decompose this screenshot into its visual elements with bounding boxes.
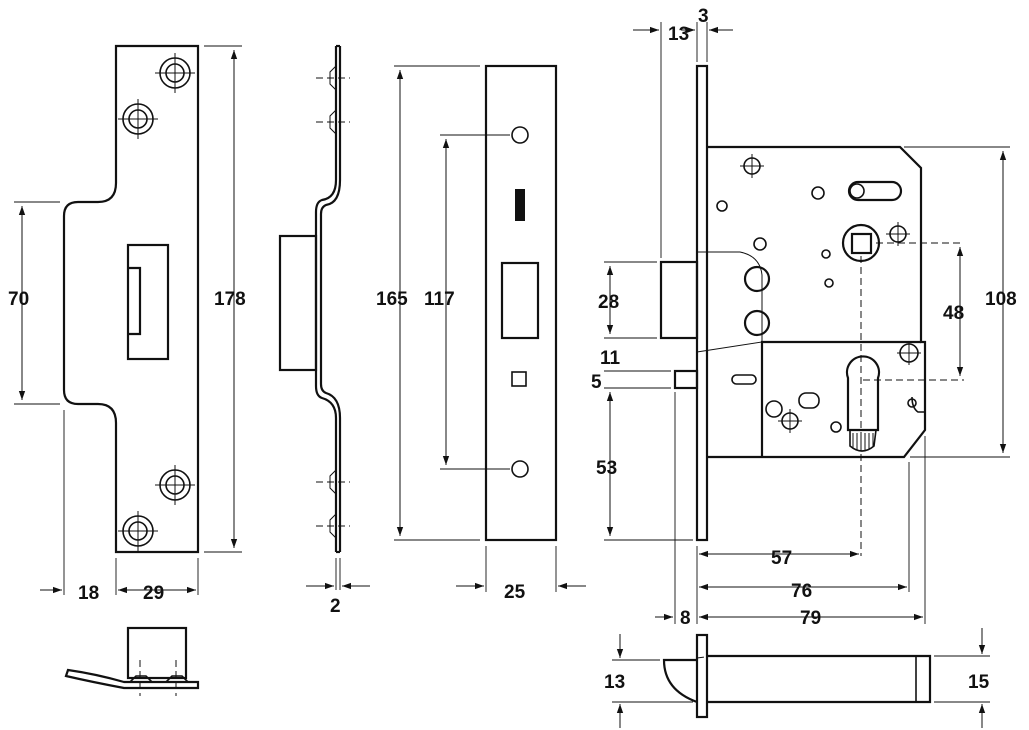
dim-label-79: 79	[800, 608, 821, 629]
dim-label-18: 18	[78, 583, 99, 604]
dim-label-2: 2	[330, 596, 341, 617]
dim-label-11: 11	[600, 348, 621, 369]
dim-label-28: 28	[598, 292, 619, 313]
dim-label-5: 5	[591, 372, 602, 393]
dim-label-8: 8	[680, 608, 691, 629]
dim-label-13-top: 13	[668, 24, 689, 45]
strike-dimensions	[14, 45, 242, 595]
dim-label-76: 76	[791, 581, 812, 602]
dim-label-178: 178	[214, 289, 246, 310]
dim-label-15: 15	[968, 672, 990, 693]
dimension-labels: 178 70 18 29 2 165 117 25 13 3 28 11 5 5…	[8, 6, 1017, 693]
screw-hole	[118, 511, 158, 551]
dim-label-165: 165	[376, 289, 408, 310]
dim-label-70: 70	[8, 289, 29, 310]
screw-hole	[118, 99, 158, 139]
dim-label-13-bottom: 13	[604, 672, 625, 693]
strike-plate-side	[278, 44, 370, 590]
screw-hole	[155, 53, 195, 93]
latch-bolt-side	[612, 628, 990, 728]
dim-label-48: 48	[943, 303, 964, 324]
dim-label-25: 25	[504, 582, 526, 603]
dim-label-53: 53	[596, 458, 617, 479]
strike-plate-front	[62, 44, 200, 554]
lock-body-dimensions	[604, 22, 1010, 624]
dim-label-3: 3	[698, 6, 709, 27]
face-plate	[394, 64, 586, 592]
dim-label-57: 57	[771, 548, 792, 569]
strike-plan-view	[64, 626, 200, 696]
lock-body	[659, 64, 964, 556]
dim-label-117: 117	[424, 289, 455, 310]
screw-hole	[155, 465, 195, 505]
dim-label-29: 29	[143, 583, 164, 604]
dim-label-108: 108	[985, 289, 1017, 310]
